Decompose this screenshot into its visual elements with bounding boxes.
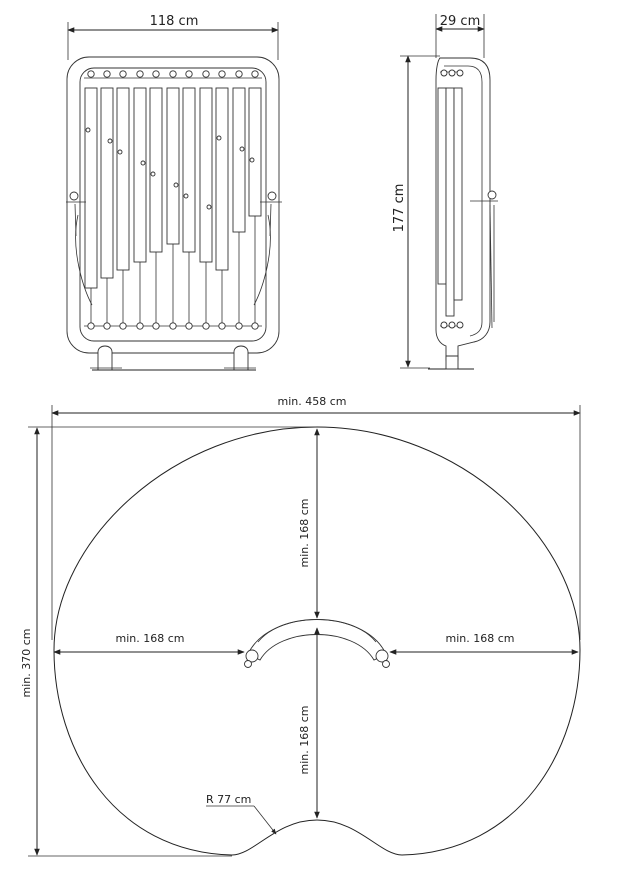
- chime-tube: [84, 87, 98, 289]
- bottom-bolt: [185, 322, 193, 330]
- radius-leader-line: [253, 805, 277, 835]
- chime-tube: [215, 87, 229, 271]
- top-bolt: [218, 70, 226, 78]
- radius-label: R 77 cm: [206, 793, 251, 806]
- bottom-bolt: [103, 322, 111, 330]
- tube-striker-point: [107, 138, 113, 144]
- top-bolt: [87, 70, 95, 78]
- right-mallet: [253, 191, 282, 306]
- chime-tubes: [84, 70, 262, 330]
- bottom-bolt: [169, 322, 177, 330]
- top-bolt: [235, 70, 243, 78]
- tube-striker-point: [173, 182, 179, 188]
- tube-striker-point: [150, 171, 156, 177]
- tube-striker-point: [85, 127, 91, 133]
- chime-tube: [232, 87, 246, 233]
- plan-depth-label: min. 370 cm: [20, 629, 33, 698]
- chime-tube: [100, 87, 114, 279]
- side-depth-label: 29 cm: [440, 14, 481, 29]
- left-clearance-label: min. 168 cm: [116, 632, 185, 645]
- tube-striker-point: [117, 149, 123, 155]
- side-view: 29 cm 177 cm: [392, 14, 498, 370]
- bottom-bolt: [87, 322, 95, 330]
- top-bolt: [136, 70, 144, 78]
- bottom-bolt: [136, 322, 144, 330]
- chime-tube: [166, 87, 180, 245]
- bottom-bolt: [152, 322, 160, 330]
- tube-striker-point: [140, 160, 146, 166]
- top-bolt: [169, 70, 177, 78]
- right-clearance-label: min. 168 cm: [446, 632, 515, 645]
- tube-striker-point: [216, 135, 222, 141]
- top-bolt: [202, 70, 210, 78]
- bottom-bolt: [119, 322, 127, 330]
- tube-striker-point: [183, 193, 189, 199]
- tube-striker-point: [249, 157, 255, 163]
- tube-striker-point: [239, 146, 245, 152]
- side-height-label: 177 cm: [392, 184, 407, 233]
- front-view: 118 cm: [66, 14, 282, 371]
- plan-width-label: min. 458 cm: [278, 395, 347, 408]
- chime-tube: [133, 87, 147, 263]
- top-clearance-label: min. 168 cm: [298, 499, 311, 568]
- top-bolt: [185, 70, 193, 78]
- front-feet: [90, 345, 256, 371]
- chime-tube: [116, 87, 130, 271]
- bottom-bolt: [202, 322, 210, 330]
- left-mallet: [66, 191, 93, 306]
- bottom-bolt: [251, 322, 259, 330]
- top-bolt: [119, 70, 127, 78]
- bottom-bolt: [218, 322, 226, 330]
- top-bolt: [251, 70, 259, 78]
- top-bolt: [103, 70, 111, 78]
- bottom-bolt: [235, 322, 243, 330]
- front-width-label: 118 cm: [150, 14, 199, 29]
- tube-striker-point: [206, 204, 212, 210]
- chime-tube: [248, 87, 262, 217]
- safety-zone-outline: [53, 426, 581, 856]
- chime-tube: [199, 87, 213, 263]
- plan-view: min. 458 cm min. 370 cm min. 168 cm min.…: [20, 395, 581, 857]
- top-bolt: [152, 70, 160, 78]
- equipment-footprint: [244, 619, 390, 668]
- bottom-clearance-label: min. 168 cm: [298, 706, 311, 775]
- chime-tube: [182, 87, 196, 253]
- chime-tube: [149, 87, 163, 253]
